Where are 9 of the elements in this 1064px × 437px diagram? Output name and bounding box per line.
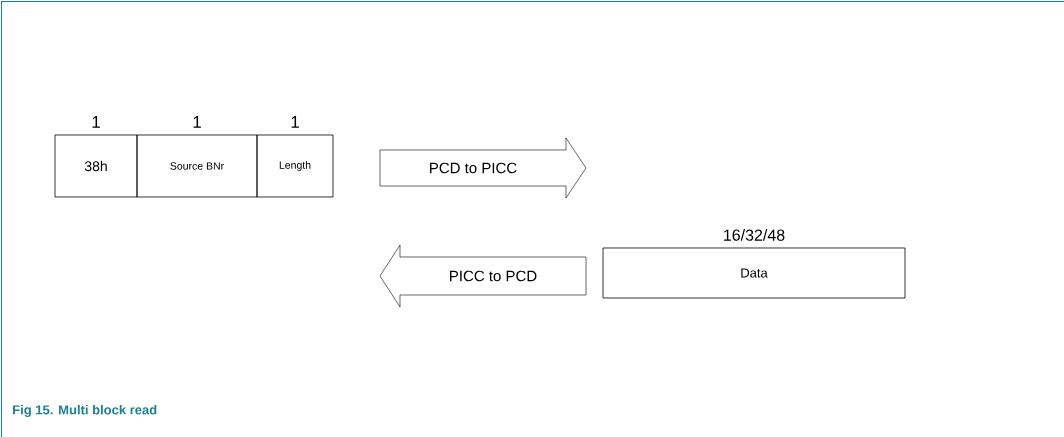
field-box: Data [602, 247, 906, 299]
field-box: 38h [54, 134, 138, 198]
size-label: 1 [92, 116, 100, 128]
figure-caption: Fig 15. Multi block read [13, 404, 157, 418]
size-label: 1 [291, 116, 299, 128]
field-box: Length [256, 134, 334, 198]
size-label: 16/32/48 [724, 229, 785, 241]
size-label: 1 [193, 116, 201, 128]
field-box: Source BNr [136, 134, 258, 198]
